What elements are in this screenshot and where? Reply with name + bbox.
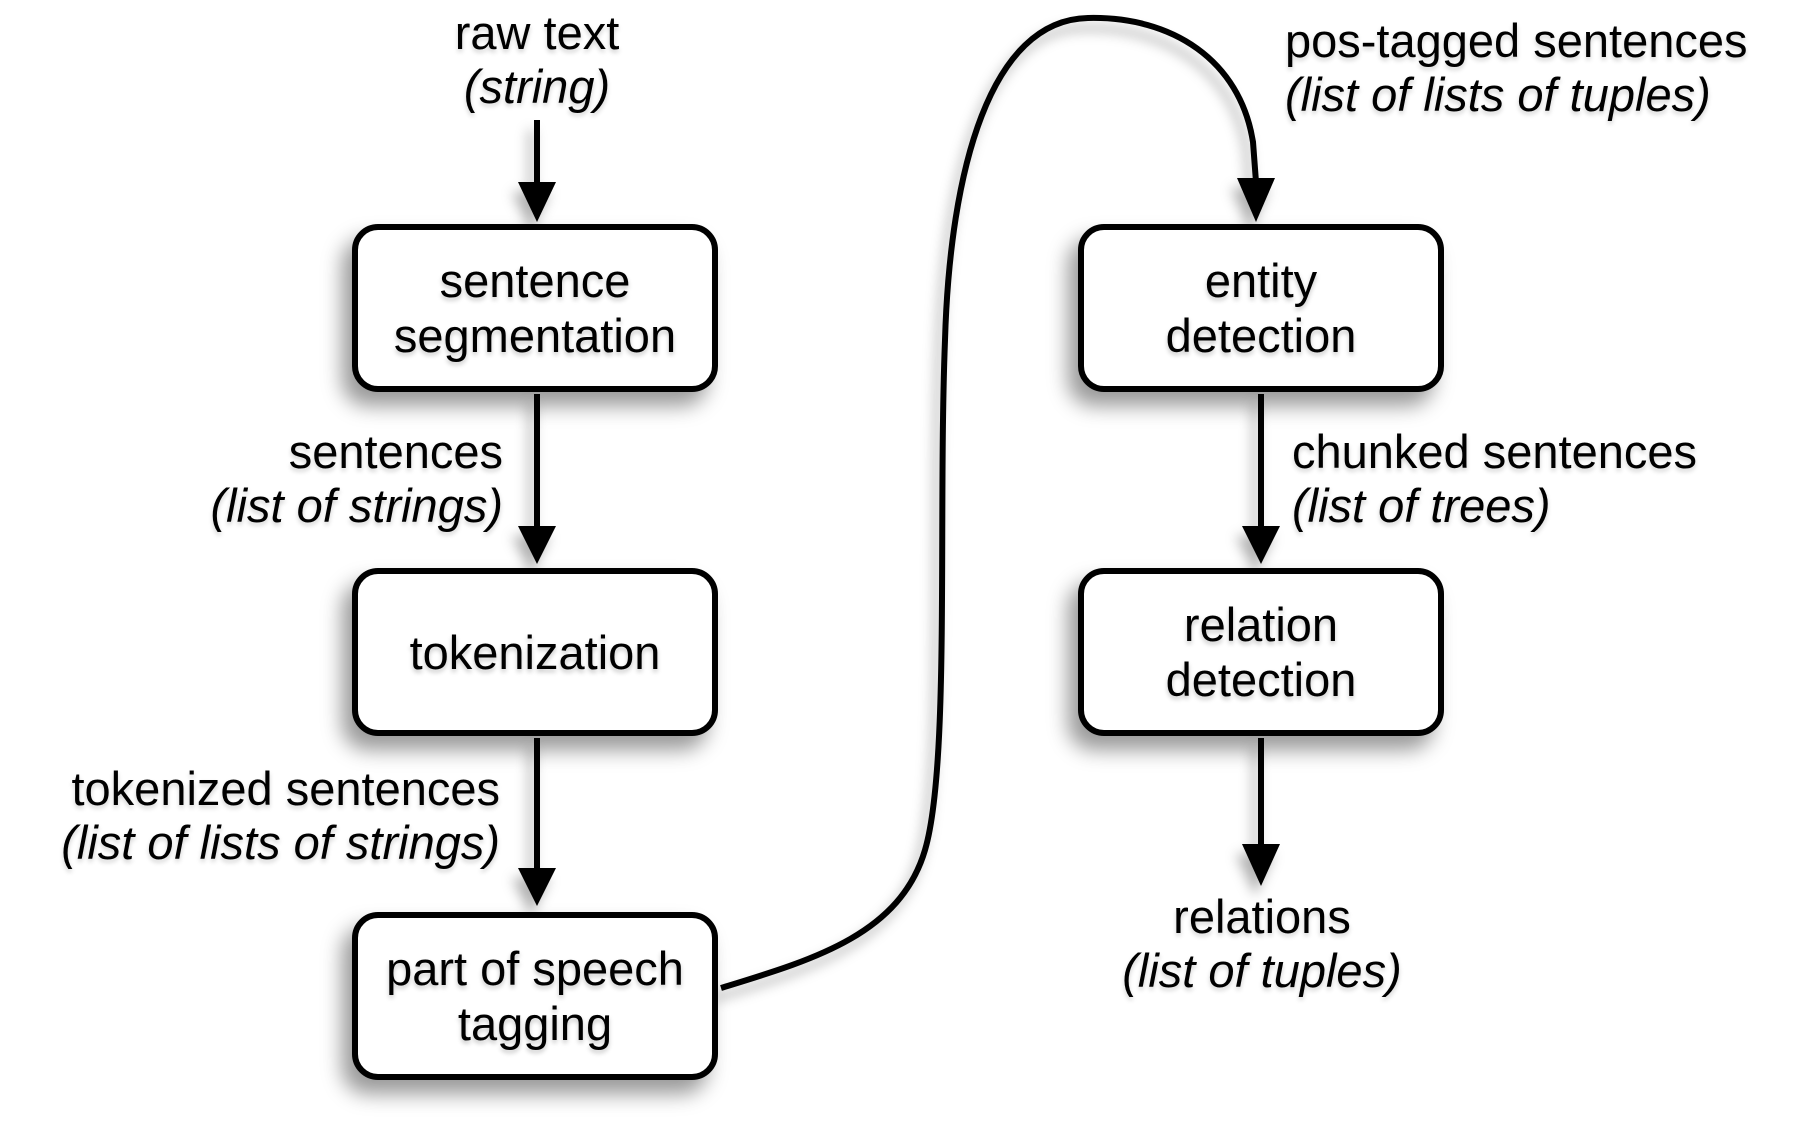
label-chunked-sentences: chunked sentences (list of trees) [1292, 425, 1697, 533]
node-label-line: tagging [457, 997, 613, 1050]
label-pos-tagged-sentences: pos-tagged sentences (list of lists of t… [1285, 14, 1748, 122]
arrow-entitydetection-to-relationdetection [1242, 394, 1280, 564]
label-sentences: sentences (list of strings) [3, 425, 504, 533]
node-label-line: detection [1165, 653, 1357, 706]
label-raw-text: raw text (string) [287, 6, 787, 114]
flow-type: (list of trees) [1292, 479, 1551, 532]
flow-name: sentences [288, 425, 503, 478]
node-label-line: detection [1165, 309, 1357, 362]
flow-type: (list of lists of tuples) [1285, 68, 1711, 121]
arrow-segmentation-to-tokenization [518, 394, 556, 564]
arrow-relationdetection-to-relations [1242, 738, 1280, 886]
node-label-line: part of speech [386, 942, 684, 995]
node-tokenization: tokenization [352, 568, 718, 736]
node-label-line: segmentation [393, 309, 677, 362]
flow-type: (string) [463, 60, 611, 113]
label-relations: relations (list of tuples) [1012, 890, 1512, 998]
flow-name: relations [1173, 890, 1351, 943]
node-entity-detection: entity detection [1078, 224, 1444, 392]
node-relation-detection: relation detection [1078, 568, 1444, 736]
node-part-of-speech-tagging: part of speech tagging [352, 912, 718, 1080]
node-label-line: entity [1204, 254, 1318, 307]
flow-name: pos-tagged sentences [1285, 14, 1748, 67]
arrow-rawtext-to-segmentation [518, 120, 556, 222]
flow-name: tokenized sentences [71, 762, 500, 815]
node-label-line: tokenization [409, 625, 661, 679]
arrow-postagging-to-entitydetection [720, 14, 1275, 991]
node-sentence-segmentation: sentence segmentation [352, 224, 718, 392]
node-label-line: sentence [439, 254, 631, 307]
node-label-line: relation [1183, 598, 1339, 651]
flow-name: raw text [454, 6, 620, 59]
flow-type: (list of lists of strings) [61, 816, 500, 869]
label-tokenized-sentences: tokenized sentences (list of lists of st… [0, 762, 500, 870]
arrow-tokenization-to-postagging [518, 738, 556, 906]
flow-type: (list of strings) [210, 479, 504, 532]
flow-name: chunked sentences [1292, 425, 1698, 478]
flow-type: (list of tuples) [1122, 944, 1402, 997]
